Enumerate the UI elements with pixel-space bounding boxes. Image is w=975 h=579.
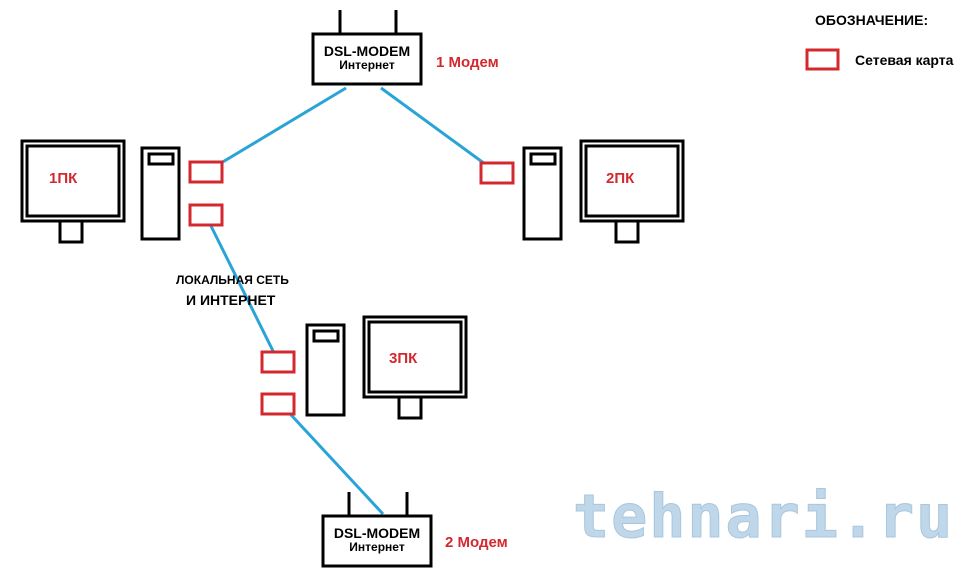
modem2-internet: Интернет <box>349 539 405 554</box>
modem1-internet: Интернет <box>339 57 395 72</box>
monitor-screen <box>584 144 680 218</box>
cable-modem1-pc2 <box>380 86 497 174</box>
pc3-label: 3ПК <box>389 350 418 367</box>
pc2-label: 2ПК <box>606 170 635 187</box>
network-card <box>260 350 296 374</box>
modem2-label: DSL-MODEM Интернет <box>323 526 431 553</box>
monitor-stand <box>614 219 640 244</box>
monitor-screen <box>367 320 463 394</box>
dsl-modem-1 <box>311 10 423 86</box>
network-cards-pc3 <box>260 350 296 416</box>
monitor-screen <box>25 144 121 218</box>
modem-box <box>321 514 433 568</box>
modem2-caption: 2 Модем <box>445 534 508 551</box>
network-card <box>260 392 296 416</box>
lan-label-line2: И ИНТЕРНЕТ <box>186 292 276 308</box>
legend-title: ОБОЗНАЧЕНИЕ: <box>815 12 929 28</box>
pc1-label: 1ПК <box>49 170 78 187</box>
drive-bay <box>147 152 175 166</box>
legend-network-card-label: Сетевая карта <box>855 52 954 68</box>
network-card <box>188 160 224 184</box>
modem-box <box>311 32 423 86</box>
cable-pc3-modem2 <box>278 401 385 516</box>
network-cards-pc2 <box>479 161 515 185</box>
drive-bay <box>529 152 557 166</box>
pc-3 <box>305 315 468 420</box>
monitor-stand <box>397 395 423 420</box>
network-card <box>479 161 515 185</box>
pc-2 <box>522 139 685 244</box>
lan-label-line1: ЛОКАЛЬНАЯ СЕТЬ <box>176 273 289 287</box>
modem2-model: DSL-MODEM <box>333 525 421 541</box>
modem1-label: DSL-MODEM Интернет <box>313 44 421 71</box>
cables <box>205 86 497 516</box>
pc-1 <box>20 139 181 244</box>
modem1-model: DSL-MODEM <box>323 43 411 59</box>
cable-pc1-pc3 <box>207 221 280 362</box>
watermark-text: tehnari.ru <box>572 482 955 553</box>
dsl-modem-2 <box>321 492 433 568</box>
network-card <box>188 203 224 227</box>
modem1-caption: 1 Модем <box>436 54 499 71</box>
cable-modem1-pc1 <box>205 86 347 174</box>
drive-bay <box>312 329 340 343</box>
monitor-stand <box>58 219 84 244</box>
network-cards-pc1 <box>188 160 224 227</box>
legend-network-card-swatch <box>805 48 840 71</box>
